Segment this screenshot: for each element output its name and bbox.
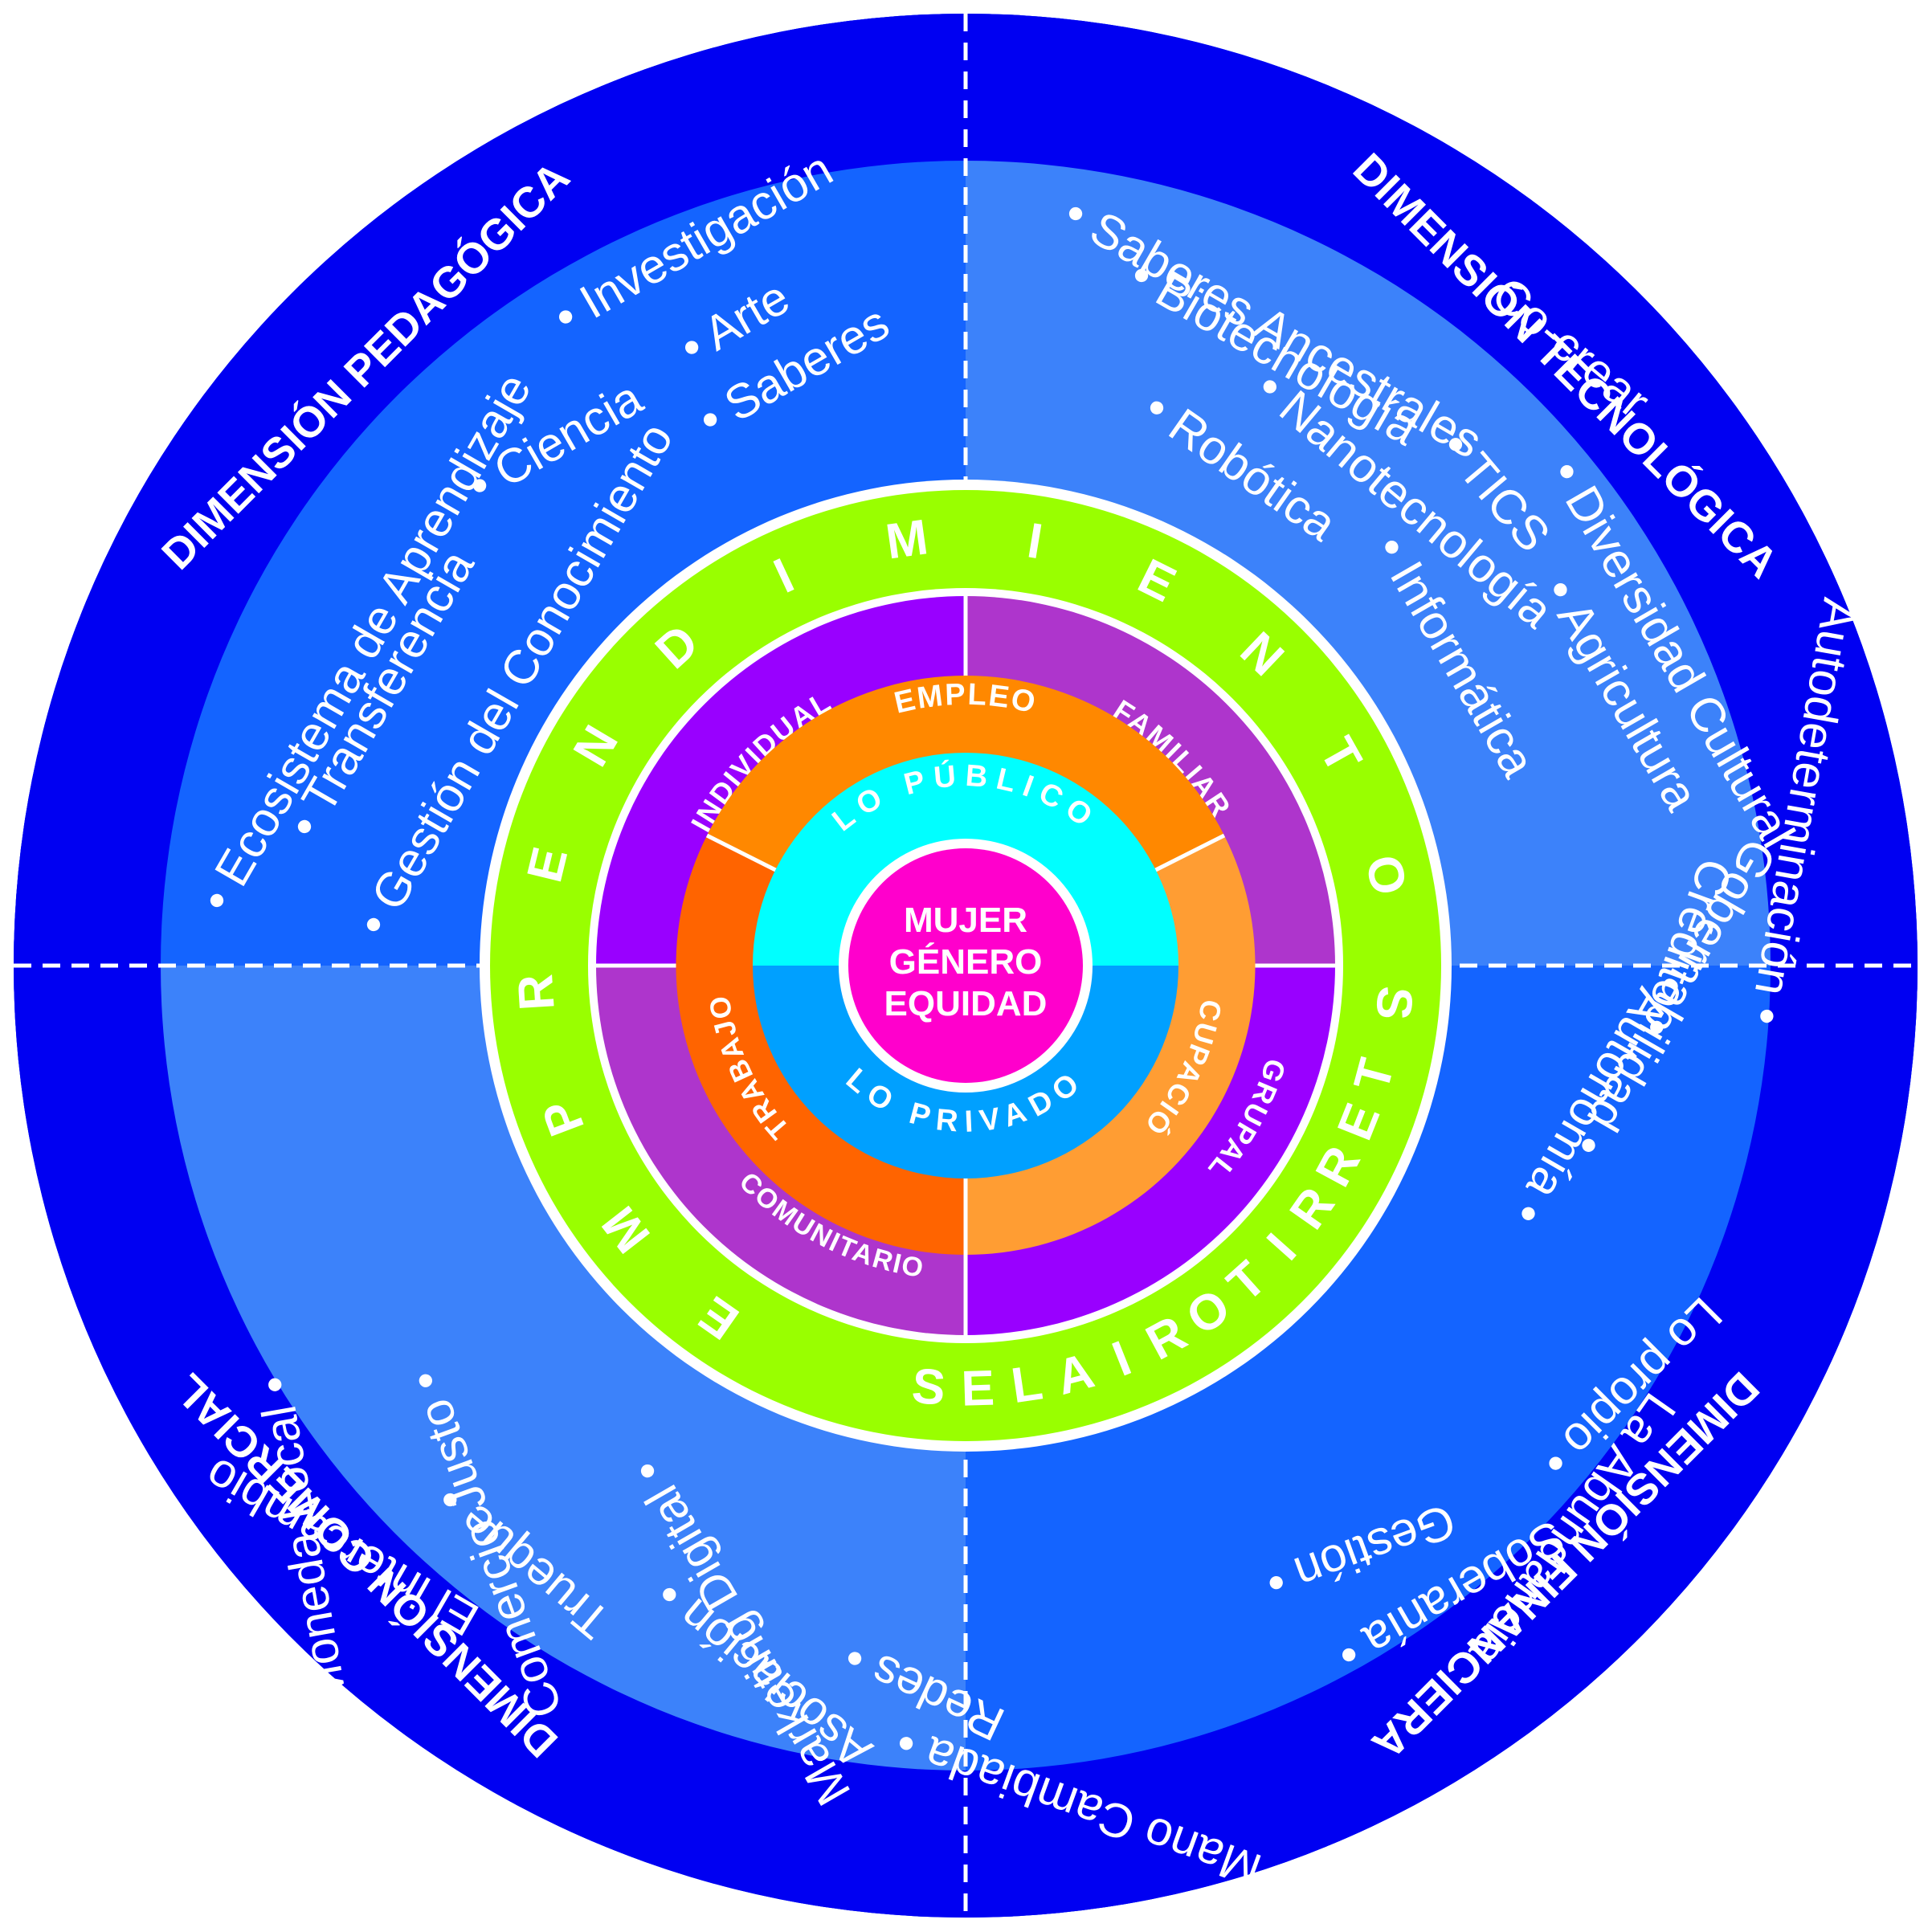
center-mujer: MUJER [904, 901, 1027, 940]
emprendimientos-letter: M [883, 509, 932, 570]
center: MUJER GÉNERO EQUIDAD [839, 839, 1093, 1093]
emprendimientos-letter: R [508, 973, 566, 1012]
center-genero: GÉNERO [889, 941, 1043, 982]
center-equidad: EQUIDAD [884, 984, 1048, 1023]
center-circle [848, 848, 1083, 1083]
emprendimientos-letter: S [1365, 984, 1423, 1022]
emprendimientos-letter: S [909, 1358, 947, 1416]
emprendimientos-letter: E [961, 1361, 995, 1417]
